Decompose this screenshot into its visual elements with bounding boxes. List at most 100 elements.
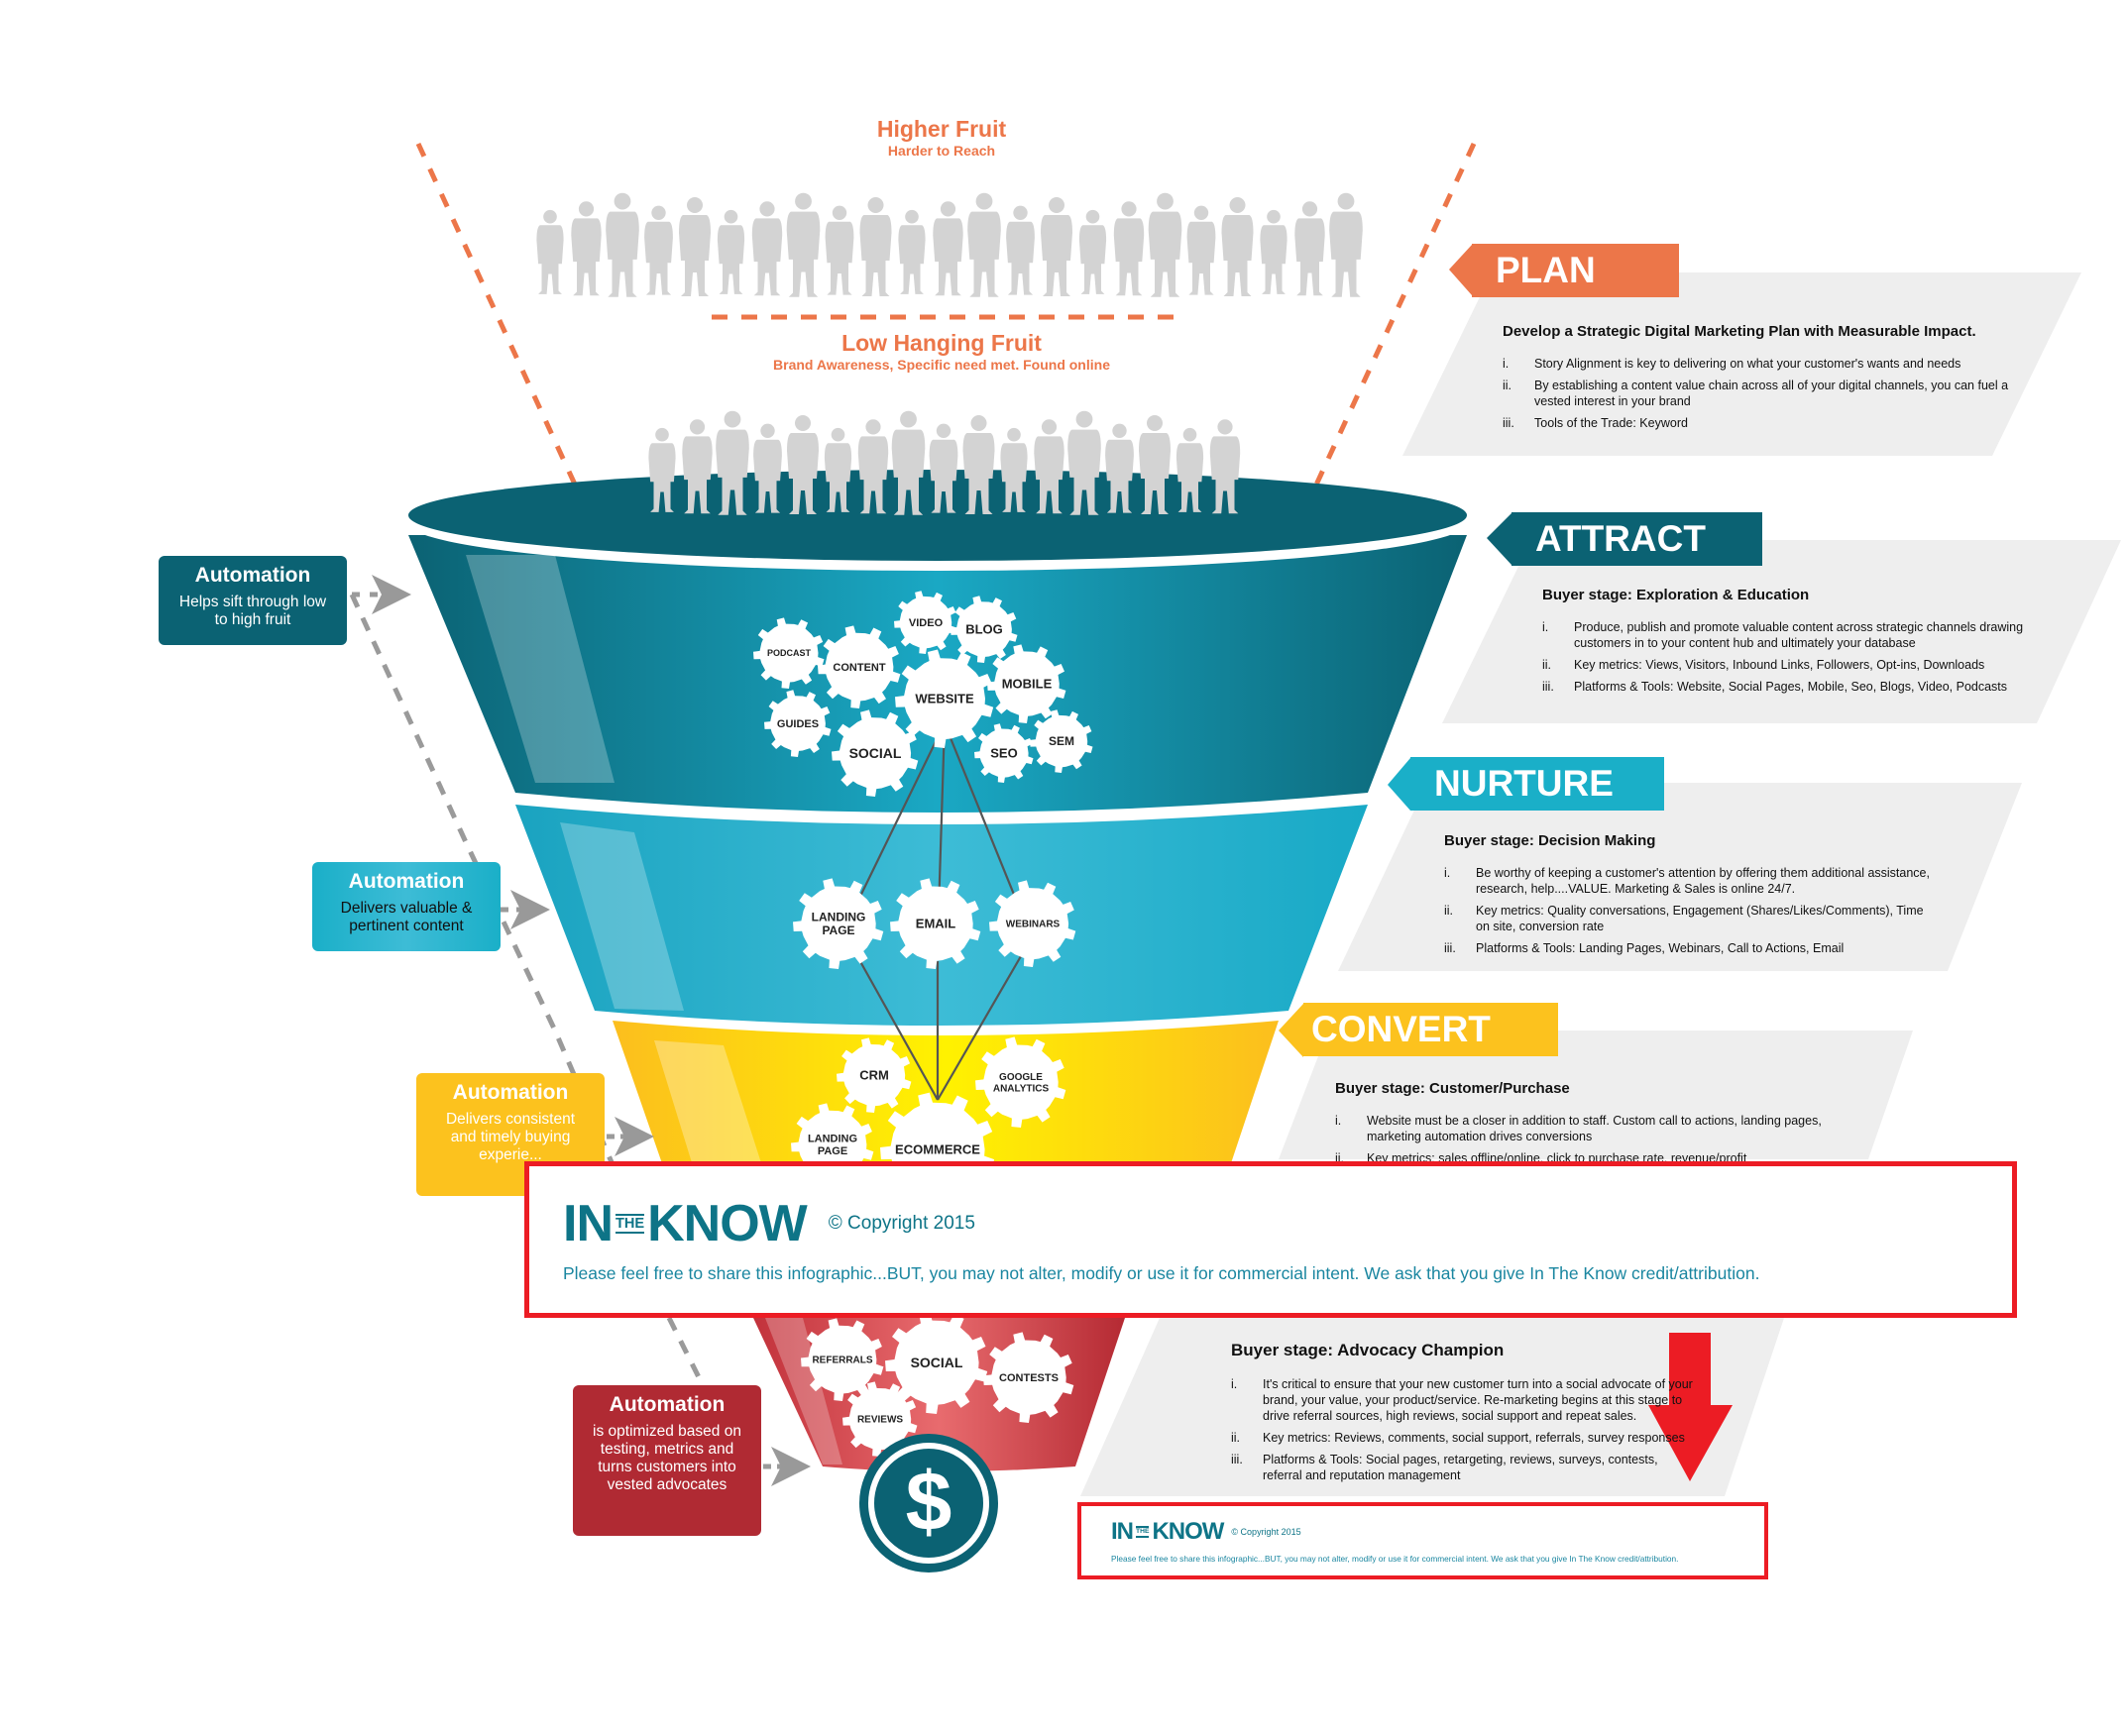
- panel-heading: Buyer stage: Advocacy Champion: [1231, 1341, 1505, 1359]
- list-numeral: iii.: [1503, 416, 1514, 430]
- person-silhouette-icon: [751, 201, 783, 296]
- person-silhouette-icon: [571, 201, 602, 296]
- gear-icon: [832, 709, 919, 797]
- panel-heading: Buyer stage: Exploration & Education: [1542, 587, 1810, 603]
- gear-attract-8: SEO: [974, 723, 1034, 783]
- list-text: Platforms & Tools: Landing Pages, Webina…: [1476, 941, 1845, 955]
- gear-attract-2: PODCAST: [753, 617, 825, 689]
- gear-label: PAGE: [818, 1145, 847, 1157]
- higher-fruit-heading: Higher Fruit Harder to Reach: [813, 116, 1070, 159]
- list-text: Key metrics: Quality conversations, Enga…: [1476, 904, 1924, 933]
- gear-label: LANDING: [812, 910, 866, 923]
- notice-header: IN THE KNOW © Copyright 2015: [563, 1194, 975, 1253]
- gear-icon: [983, 1332, 1074, 1423]
- panel-list-item: i.Website must be a closer in addition t…: [1335, 1113, 1831, 1144]
- low-fruit-title: Low Hanging Fruit: [841, 330, 1042, 356]
- logo-the: THE: [616, 1213, 645, 1234]
- gear-label: SEO: [990, 746, 1017, 761]
- gear-icon: [842, 1381, 918, 1457]
- gear-label: MOBILE: [1002, 677, 1053, 692]
- panel-list-item: iii. Platforms & Tools: Landing Pages, We…: [1444, 940, 1940, 956]
- list-numeral: i.: [1231, 1377, 1238, 1391]
- person-silhouette-icon: [1113, 201, 1145, 296]
- automation-desc: Helps sift through low to high fruit: [178, 594, 327, 628]
- stage-tag-convert: CONVERT: [1303, 1003, 1558, 1056]
- gear-icon: [895, 649, 994, 748]
- person-silhouette-icon: [644, 205, 673, 295]
- panel-convert: Buyer stage: Customer/Purchase i.Website…: [1335, 1080, 1831, 1172]
- notice-header: IN THE KNOW © Copyright 2015: [1111, 1518, 1301, 1546]
- list-numeral: i.: [1542, 620, 1549, 634]
- gear-advocate-1: SOCIAL: [885, 1311, 988, 1414]
- person-silhouette-icon: [1294, 201, 1325, 296]
- list-text: Website must be a closer in addition to …: [1367, 1114, 1822, 1143]
- logo-know: KNOW: [647, 1195, 808, 1252]
- gear-label: GUIDES: [777, 718, 819, 730]
- list-text: It's critical to ensure that your new cu…: [1263, 1377, 1693, 1423]
- list-numeral: ii.: [1444, 904, 1454, 918]
- logo-in: IN: [1111, 1518, 1134, 1545]
- list-numeral: i.: [1503, 357, 1510, 371]
- person-silhouette-icon: [606, 192, 639, 297]
- funnel-convert-section: [613, 1021, 1279, 1169]
- gear-attract-0: VIDEO: [894, 591, 957, 654]
- panel-attract: Buyer stage: Exploration & Education i.P…: [1542, 587, 2058, 701]
- list-numeral: iii.: [1444, 941, 1456, 955]
- automation-dashed-path: [349, 593, 617, 1170]
- guide-line-right: [1279, 142, 1477, 562]
- panel-list-item: ii.Key metrics: Views, Visitors, Inbound…: [1542, 657, 2058, 673]
- gear-label: LANDING: [808, 1134, 857, 1145]
- person-silhouette-icon: [717, 209, 745, 294]
- copyright-notice-large: IN THE KNOW © Copyright 2015 Please feel…: [524, 1161, 2017, 1318]
- gear-icon: [975, 1036, 1066, 1128]
- gear-label: SOCIAL: [911, 1355, 963, 1370]
- copyright-notice-small: IN THE KNOW © Copyright 2015 Please feel…: [1077, 1502, 1768, 1579]
- dollar-coin-icon: [859, 1434, 998, 1573]
- in-the-know-logo: IN THE KNOW: [1111, 1518, 1224, 1546]
- list-text: Be worthy of keeping a customer's attent…: [1476, 866, 1930, 896]
- gear-icon: [801, 1318, 884, 1401]
- gear-attract-3: CONTENT: [818, 625, 901, 708]
- logo-the: THE: [1136, 1526, 1150, 1538]
- panel-list-item: iii.Platforms & Tools: Website, Social P…: [1542, 679, 2058, 695]
- list-text: Key metrics: Reviews, comments, social s…: [1263, 1431, 1685, 1445]
- list-numeral: i.: [1444, 866, 1451, 880]
- panel-list-item: ii.By establishing a content value chain…: [1503, 378, 2018, 409]
- panel-list-item: i. Be worthy of keeping a customer's atte…: [1444, 865, 1940, 897]
- automation-desc: is optimized based on testing, metrics a…: [593, 1423, 741, 1493]
- panel-convert-bg: [1279, 1031, 1913, 1159]
- gear-label: ECOMMERCE: [895, 1142, 980, 1157]
- automation-title: Automation: [348, 870, 465, 893]
- person-silhouette-icon: [679, 197, 711, 296]
- panel-list-item: ii. Key metrics: Reviews, comments, socia…: [1231, 1430, 1697, 1446]
- gear-icon: [951, 596, 1018, 663]
- gear-convert-0: CRM: [837, 1037, 912, 1113]
- low-fruit-heading: Low Hanging Fruit Brand Awareness, Speci…: [694, 330, 1189, 373]
- automation-box-nurture: Automation Delivers valuable & pertinent…: [312, 862, 501, 951]
- automation-desc: Delivers valuable & pertinent content: [340, 900, 473, 934]
- gear-nurture-1: EMAIL: [890, 878, 981, 969]
- person-silhouette-icon: [536, 209, 564, 294]
- gear-label: REFERRALS: [812, 1356, 872, 1366]
- panel-plan: Develop a Strategic Digital Marketing Pl…: [1503, 323, 2018, 437]
- higher-fruit-title: Higher Fruit: [876, 116, 1007, 142]
- gear-label: WEBSITE: [915, 692, 974, 706]
- gear-label: SOCIAL: [849, 745, 902, 761]
- panel-nurture: Buyer stage: Decision Making i.Be worthy…: [1444, 832, 1940, 962]
- gear-icon: [837, 1037, 912, 1113]
- list-numeral: ii.: [1231, 1431, 1241, 1445]
- stage-tag-nurture: NURTURE: [1410, 757, 1664, 811]
- people-higher-fruit: [536, 192, 1363, 297]
- person-silhouette-icon: [1260, 209, 1287, 294]
- panel-list-item: i.Produce, publish and promote valuable …: [1542, 619, 2058, 651]
- gear-label: BLOG: [965, 622, 1003, 637]
- person-silhouette-icon: [898, 209, 926, 294]
- attribution-message: Please feel free to share this infograph…: [1111, 1554, 1679, 1564]
- person-silhouette-icon: [786, 192, 821, 297]
- gear-icon: [890, 878, 981, 969]
- panel-heading: Buyer stage: Customer/Purchase: [1335, 1080, 1570, 1097]
- gear-label: REVIEWS: [857, 1415, 903, 1426]
